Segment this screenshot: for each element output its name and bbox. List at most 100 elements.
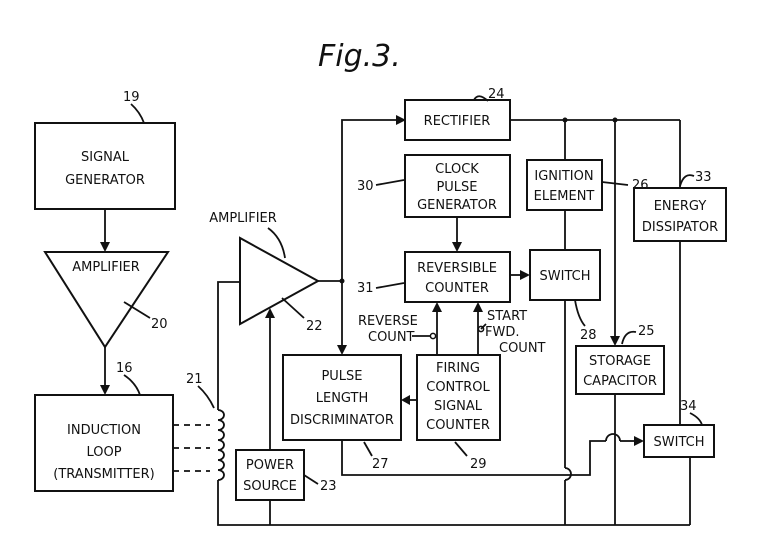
ignition-label-1: IGNITION xyxy=(534,169,593,184)
ref-34: 34 xyxy=(680,399,697,414)
ref-19: 19 xyxy=(123,90,140,105)
start-fwd-leader xyxy=(480,323,487,330)
pulse-length-label-2: LENGTH xyxy=(316,391,369,406)
ref-21-leader xyxy=(197,385,215,409)
induction-loop-label-2: LOOP xyxy=(86,445,121,460)
start-fwd-label-3: COUNT xyxy=(499,341,546,356)
switch-28-label: SWITCH xyxy=(540,269,591,284)
start-fwd-label-1: START xyxy=(487,309,527,324)
ref-16: 16 xyxy=(116,361,133,376)
signal-generator-label-1: SIGNAL xyxy=(81,150,130,165)
storage-label-2: CAPACITOR xyxy=(583,374,657,389)
arrow-to-pld xyxy=(337,345,347,355)
ref-31: 31 xyxy=(357,281,374,296)
ref-28-leader xyxy=(574,299,586,327)
ref-29: 29 xyxy=(470,457,487,472)
ref-33-leader xyxy=(679,174,695,187)
arrow-sg-amp xyxy=(100,242,110,252)
ref-31-leader xyxy=(375,282,405,289)
arrow-counter-switch xyxy=(520,270,530,280)
amplifier-22-block xyxy=(239,236,321,326)
ignition-element-block xyxy=(526,159,603,211)
arrow-control-switch34 xyxy=(634,436,644,446)
clock-pulse-block xyxy=(404,154,511,218)
ref-20-leader xyxy=(123,301,151,319)
ref-24-leader xyxy=(473,95,489,102)
ref-30-leader xyxy=(375,179,405,186)
induction-loop-label-3: (TRANSMITTER) xyxy=(53,467,154,482)
ref-25-leader xyxy=(621,330,637,345)
figure-title: Fig.3. xyxy=(318,39,401,74)
ref-20: 20 xyxy=(151,317,168,332)
start-fwd-label-2: FWD. xyxy=(485,325,519,340)
energy-label-1: ENERGY xyxy=(654,199,707,214)
coil-21 xyxy=(217,409,225,481)
clock-label-2: PULSE xyxy=(436,180,477,195)
wire-control-switch34 xyxy=(565,440,606,476)
arrow-clock-counter xyxy=(452,242,462,252)
ref-22-leader xyxy=(281,297,305,319)
arrow-bus-storage xyxy=(610,336,620,346)
pulse-length-label-1: PULSE xyxy=(321,369,362,384)
wire-coil-amp22 xyxy=(217,281,240,410)
rectifier-block xyxy=(404,99,511,141)
pulse-length-block xyxy=(282,354,402,441)
arrow-firing-pld xyxy=(401,395,410,405)
firing-control-label-4: COUNTER xyxy=(426,418,490,433)
switch-34-block xyxy=(643,424,715,458)
amplifier-22-label: AMPLIFIER xyxy=(209,211,277,226)
amplifier-20-label: AMPLIFIER xyxy=(72,260,140,275)
reversible-counter-block xyxy=(404,251,511,303)
switch-34-label: SWITCH xyxy=(654,435,705,450)
clock-label-3: GENERATOR xyxy=(417,198,497,213)
power-source-label-1: POWER xyxy=(246,458,294,473)
wire-feedback xyxy=(341,440,565,476)
reversible-counter-label-1: REVERSIBLE xyxy=(417,261,497,276)
firing-control-label-3: SIGNAL xyxy=(434,399,483,414)
ref-21: 21 xyxy=(186,372,203,387)
firing-control-block xyxy=(416,354,501,441)
ref-26-leader xyxy=(601,181,629,186)
signal-generator-label-2: GENERATOR xyxy=(65,173,145,188)
firing-control-label-1: FIRING xyxy=(436,361,480,376)
switch-28-block xyxy=(529,249,601,301)
induction-loop-block xyxy=(34,394,174,492)
ignition-label-2: ELEMENT xyxy=(534,189,595,204)
ref-25: 25 xyxy=(638,324,655,339)
reverse-count-label-1: REVERSE xyxy=(358,314,418,329)
reverse-count-label-2: COUNT xyxy=(368,330,415,345)
signal-generator-block xyxy=(34,122,176,210)
power-source-label-2: SOURCE xyxy=(243,479,297,494)
ref-33: 33 xyxy=(695,170,712,185)
ref-23-leader xyxy=(303,474,319,485)
arrow-amp-loop xyxy=(100,385,110,395)
ref-28: 28 xyxy=(580,328,597,343)
induction-loop-label-1: INDUCTION xyxy=(67,423,141,438)
ref-22: 22 xyxy=(306,319,323,334)
ref-34-leader xyxy=(689,412,703,426)
ref-16-leader xyxy=(123,374,141,396)
ref-30: 30 xyxy=(357,179,374,194)
arrow-power-amp22 xyxy=(265,308,275,318)
amplifier-20-block xyxy=(43,251,170,349)
wire-hop-1 xyxy=(564,467,572,481)
ref-27: 27 xyxy=(372,457,389,472)
reversible-counter-label-2: COUNTER xyxy=(425,281,489,296)
arrow-fwd-count xyxy=(473,302,483,312)
wire-hop-2 xyxy=(605,433,621,442)
wire-to-rectifier xyxy=(341,119,398,281)
arrow-reverse-count xyxy=(432,302,442,312)
amplifier-22-label-leader xyxy=(267,227,286,259)
rectifier-label: RECTIFIER xyxy=(424,114,491,129)
arrow-to-rectifier xyxy=(396,115,406,125)
ref-29-leader xyxy=(454,441,468,457)
energy-label-2: DISSIPATOR xyxy=(642,220,718,235)
firing-control-label-2: CONTROL xyxy=(426,380,490,395)
reverse-count-terminal xyxy=(429,332,437,340)
ref-27-leader xyxy=(363,441,373,457)
storage-capacitor-block xyxy=(575,345,665,395)
ref-24: 24 xyxy=(488,87,505,102)
pulse-length-label-3: DISCRIMINATOR xyxy=(290,413,394,428)
energy-dissipator-block xyxy=(633,187,727,242)
